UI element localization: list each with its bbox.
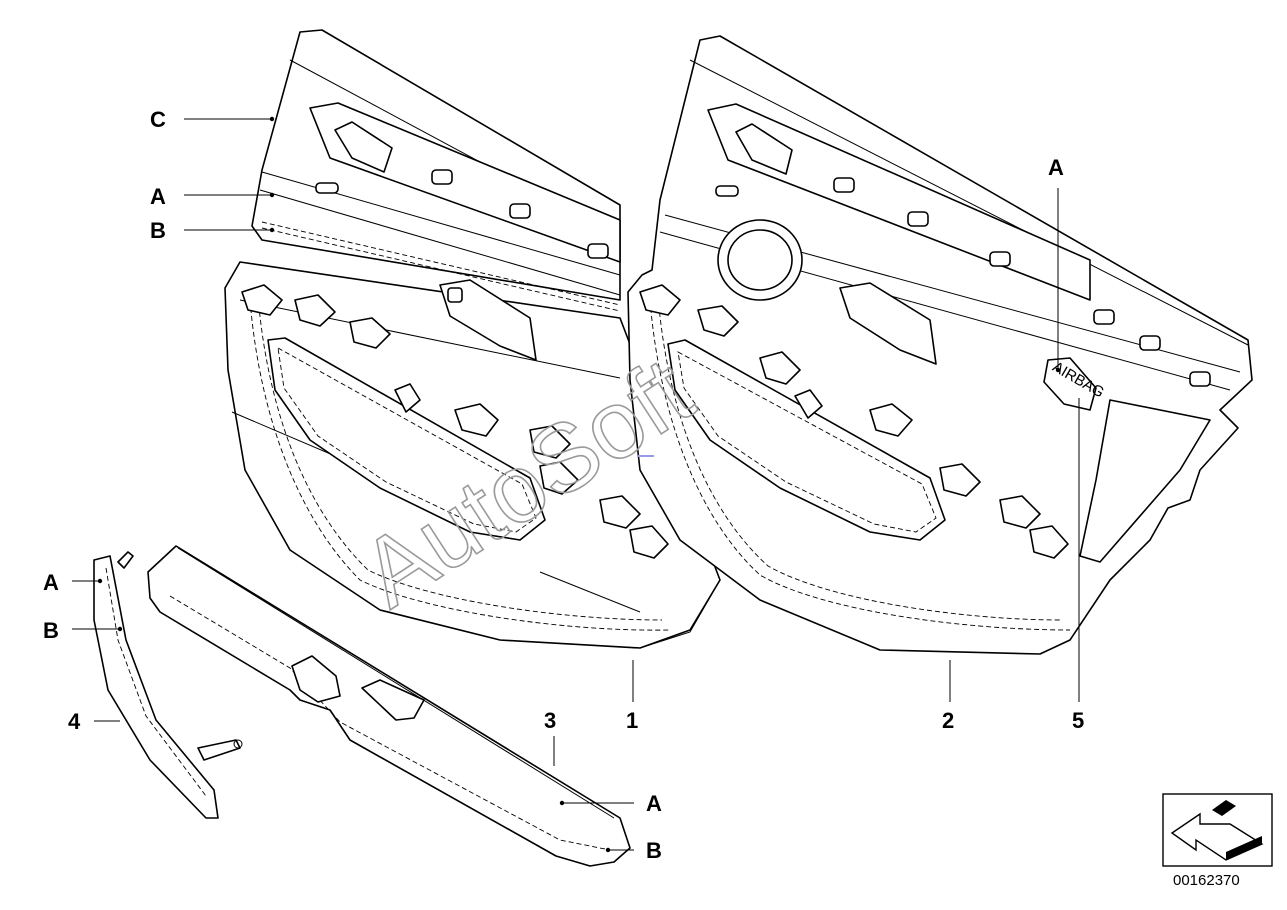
clip-ribs-2 <box>639 284 1069 559</box>
callout-4: 4 <box>68 709 81 734</box>
callout-b-trim: B <box>43 618 59 643</box>
callout-b-bottom: B <box>646 838 662 863</box>
door-panel-1 <box>224 29 721 649</box>
callout-a-top-right: A <box>1048 155 1064 180</box>
callout-3: 3 <box>544 708 556 733</box>
callout-a-bottom: A <box>646 791 662 816</box>
armrest-trim-3 <box>147 545 631 867</box>
leader-lines <box>72 116 1080 853</box>
reference-box: 00162370 <box>1162 793 1273 889</box>
callout-b-top-left: B <box>150 218 166 243</box>
callout-2: 2 <box>942 708 954 733</box>
callout-c-top: C <box>150 107 166 132</box>
callout-5: 5 <box>1072 708 1084 733</box>
arrow-icon <box>1170 800 1264 861</box>
clip-ribs-1 <box>241 284 669 559</box>
door-panel-2: AIRBAG <box>627 35 1253 655</box>
grab-handle-4 <box>93 551 243 819</box>
reference-number: 00162370 <box>1173 872 1240 889</box>
callout-a-trim: A <box>43 570 59 595</box>
callout-1: 1 <box>626 708 638 733</box>
callout-a-top-left: A <box>150 184 166 209</box>
